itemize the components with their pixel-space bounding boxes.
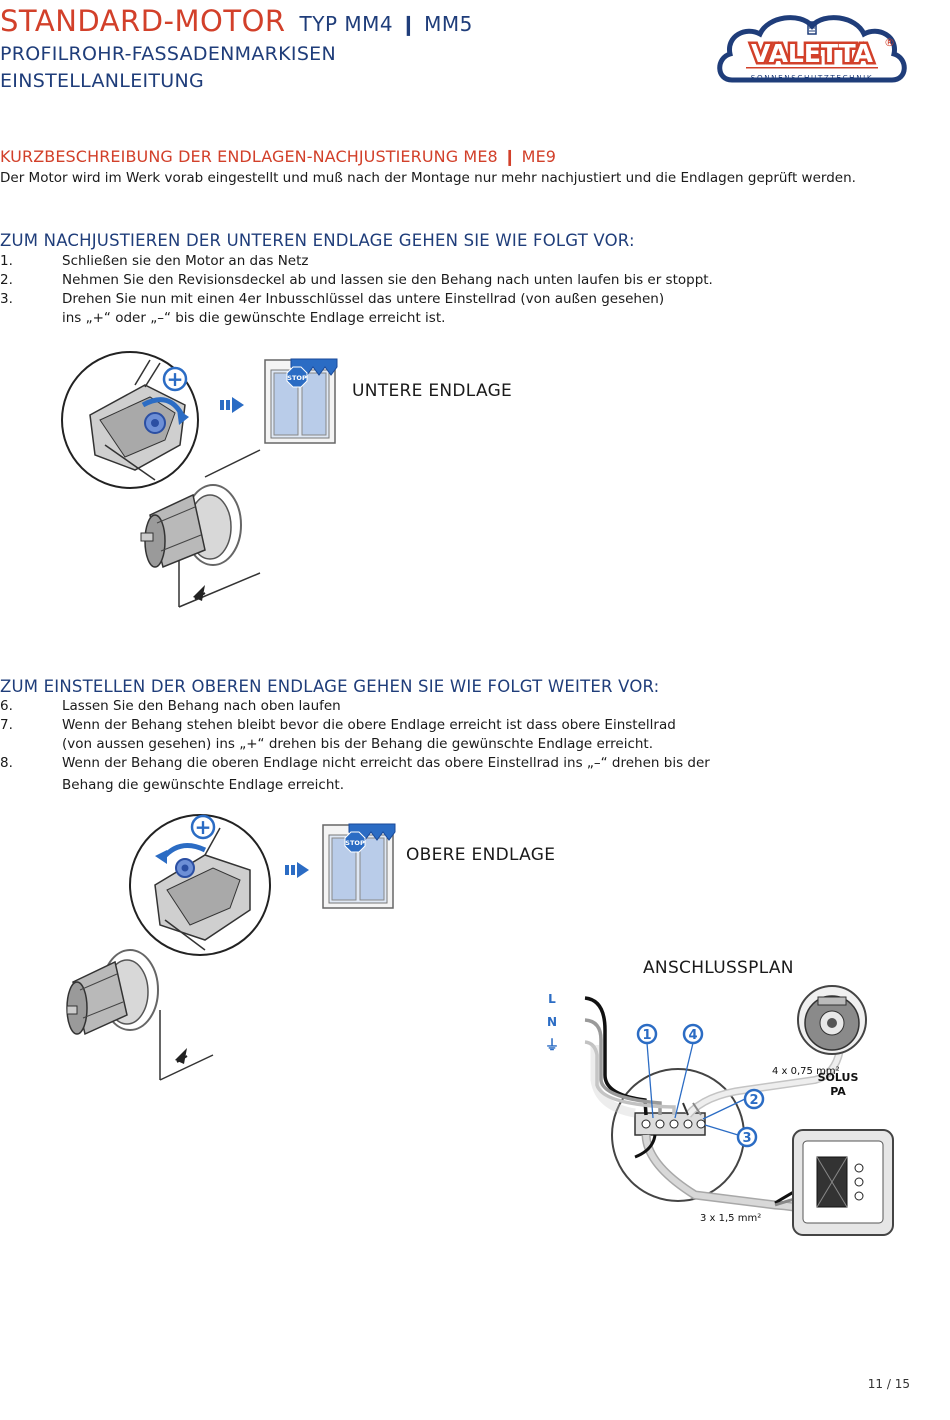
device-model: PA (830, 1085, 846, 1098)
device-name: SOLUS (818, 1071, 859, 1084)
terminal-number-2: 2 (749, 1093, 758, 1108)
label-N: N (547, 1015, 557, 1029)
upper-endlage-illustration: + STOP (66, 814, 396, 1081)
cable-mains-label: 3 x 1,5 mm² (700, 1213, 761, 1224)
plus-sign: + (167, 367, 184, 391)
wiring-title: ANSCHLUSSPLAN (643, 958, 794, 978)
page-number: 11 / 15 (867, 1377, 910, 1391)
arrow-right-icon (285, 862, 309, 878)
arrow-right-icon (220, 397, 244, 413)
subtitle-product: PROFILROHR-FASSADENMARKISEN (0, 43, 336, 65)
page-title: STANDARD-MOTOR TYP MM4 ❙ MM5 (0, 4, 473, 38)
valetta-logo: VALETTA ® SONNENSCHUTZTECHNIK (717, 15, 907, 83)
stop-sign-icon (286, 366, 308, 388)
cable-motor-label: 4 x 0,75 mm² (772, 1066, 840, 1077)
section-heading-lower: ZUM NACHJUSTIEREN DER UNTEREN ENDLAGE GE… (0, 231, 635, 250)
summary-text: Der Motor wird im Werk vorab eingestellt… (0, 170, 856, 186)
motor-type: TYP MM4 ❙ MM5 (299, 12, 473, 36)
logo-brand: VALETTA (751, 39, 874, 68)
logo-registered: ® (884, 36, 895, 49)
title-text: STANDARD-MOTOR (0, 4, 286, 38)
wiring-diagram: 1 4 2 3 L N ⏚ 4 x 0,75 mm² SOLUS PA 3 x … (545, 985, 894, 1236)
earth-icon: ⏚ (545, 1038, 559, 1054)
figure-label-lower: UNTERE ENDLAGE (352, 381, 513, 401)
label-L: L (548, 992, 556, 1006)
plus-sign: + (195, 815, 212, 839)
lower-endlage-illustration: + STOP (61, 351, 338, 608)
stop-sign-icon (344, 831, 366, 853)
stop-label: STOP (345, 839, 365, 847)
upper-steps-list: 6.Lassen Sie den Behang nach oben laufen… (0, 698, 710, 793)
logo-tagline: SONNENSCHUTZTECHNIK (751, 73, 873, 82)
stop-label: STOP (287, 374, 307, 382)
lower-steps-list: 1.Schließen sie den Motor an das Netz 2.… (0, 253, 713, 326)
terminal-number-3: 3 (742, 1131, 751, 1146)
section-heading-summary: KURZBESCHREIBUNG DER ENDLAGEN-NACHJUSTIE… (0, 147, 557, 166)
figure-label-upper: OBERE ENDLAGE (406, 845, 556, 865)
section-heading-upper: ZUM EINSTELLEN DER OBEREN ENDLAGE GEHEN … (0, 677, 660, 696)
terminal-number-1: 1 (642, 1028, 651, 1043)
subtitle-manual: EINSTELLANLEITUNG (0, 70, 205, 92)
blind-icon (807, 21, 817, 35)
terminal-number-4: 4 (688, 1028, 697, 1043)
